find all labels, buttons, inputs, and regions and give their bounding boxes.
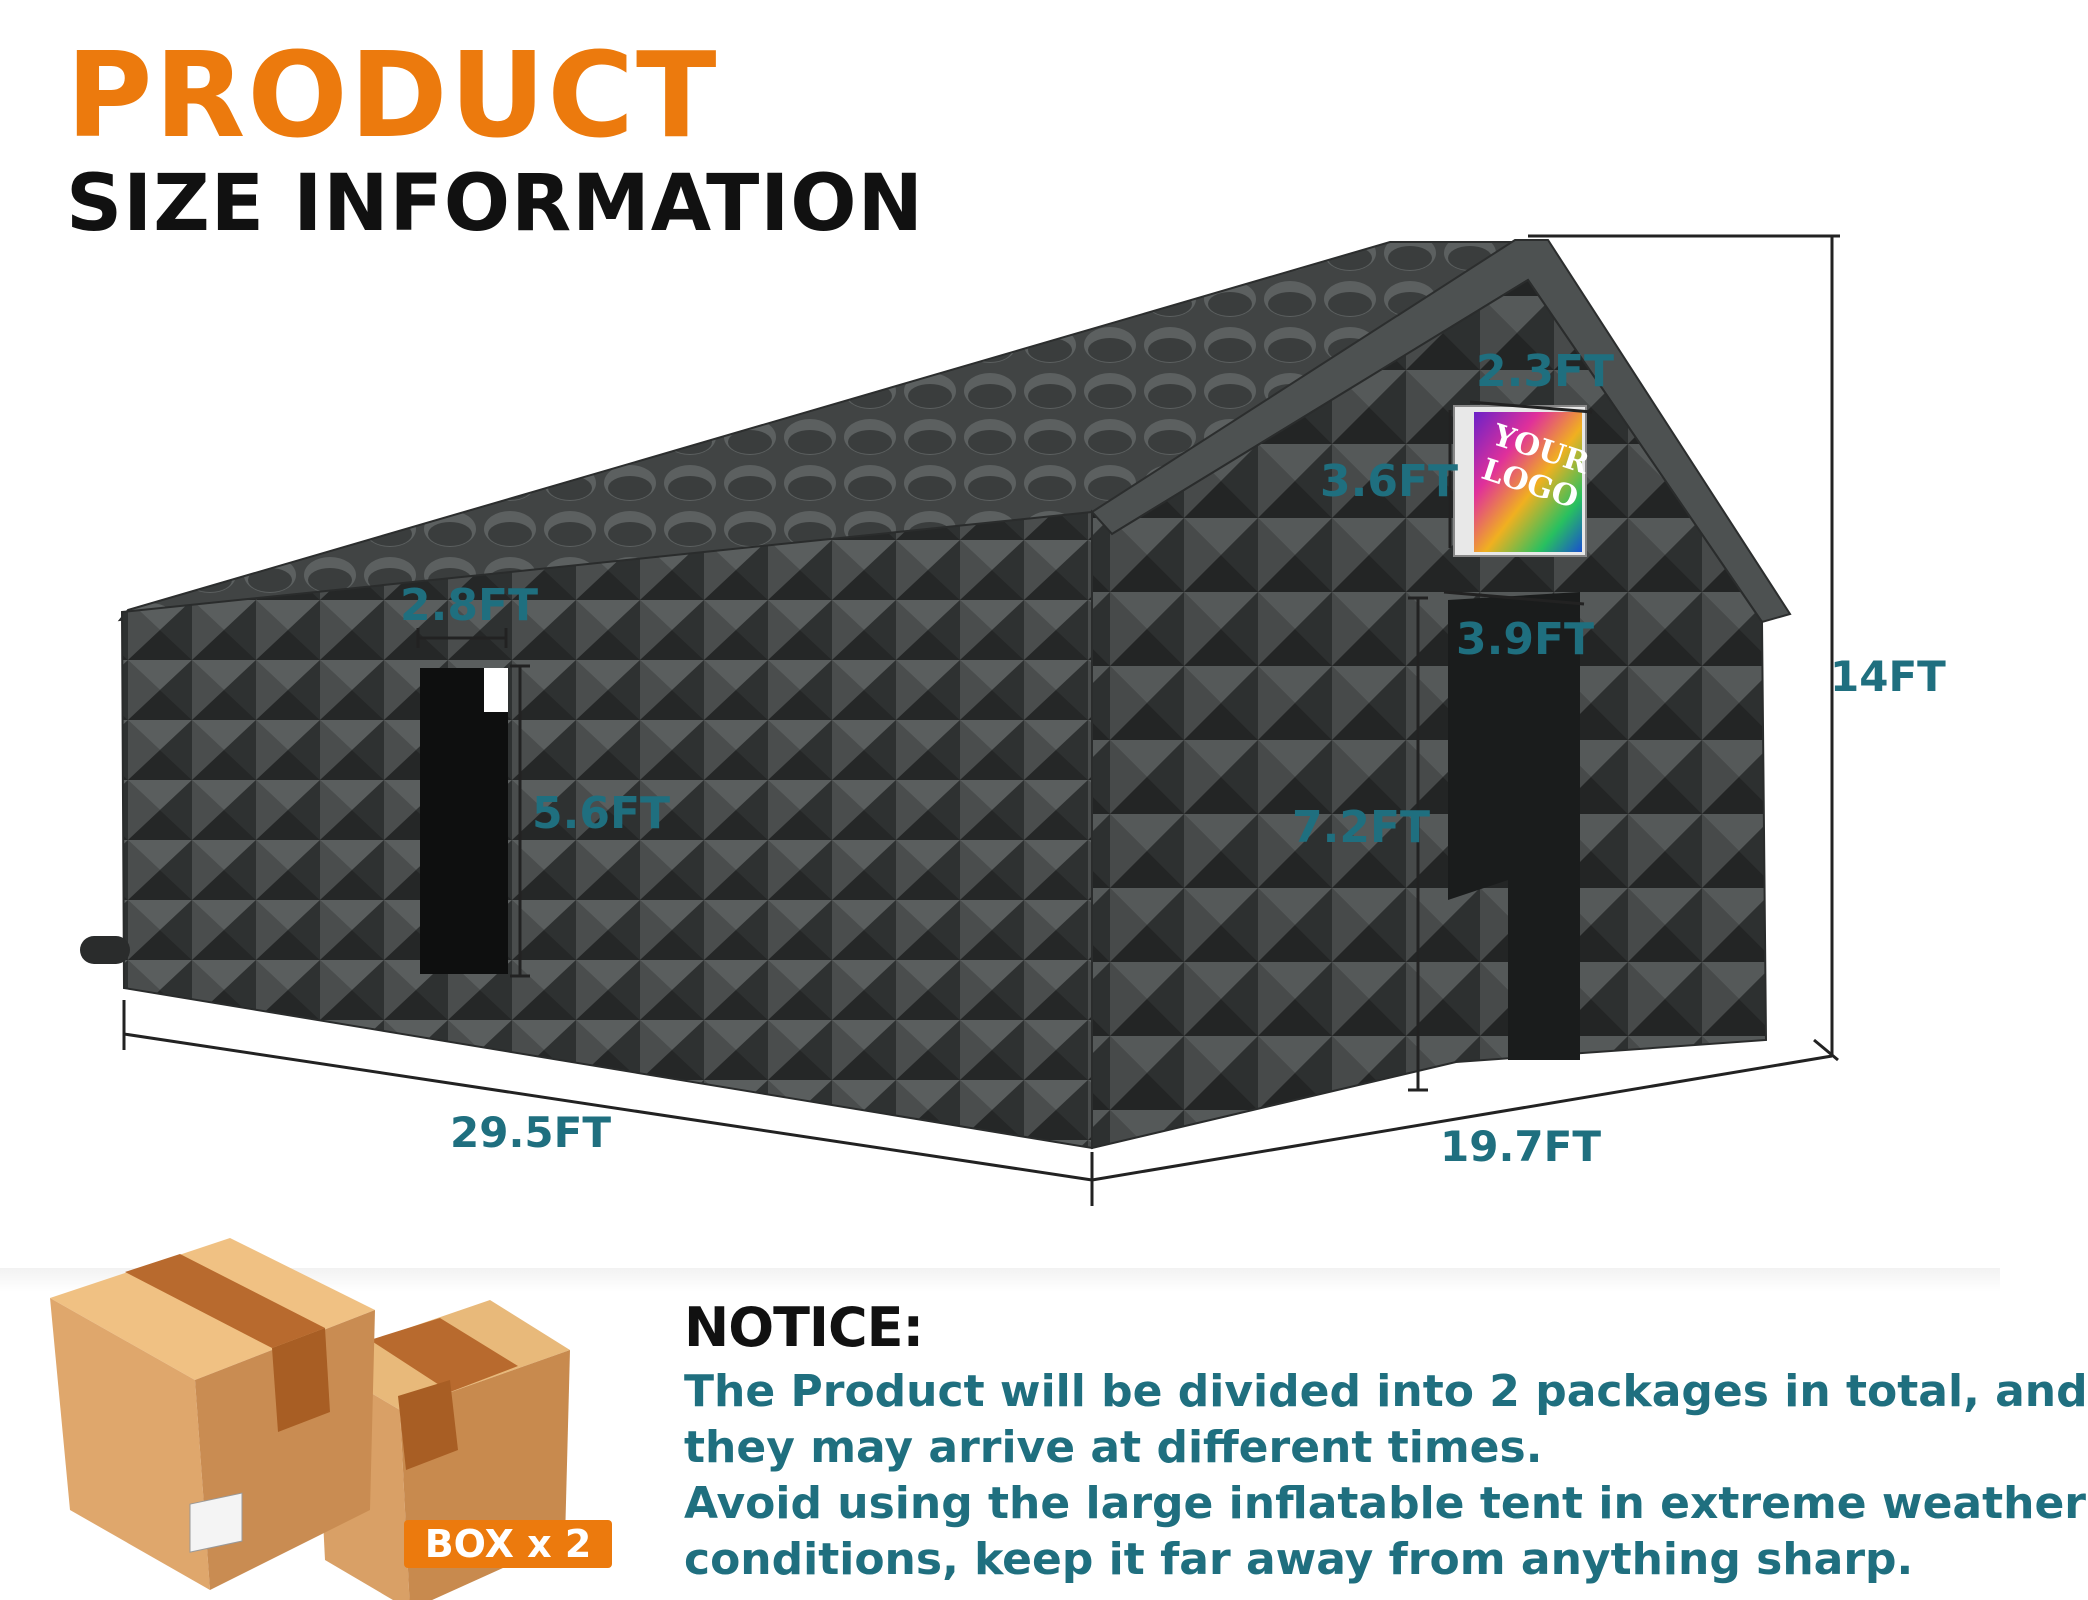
notice-title: NOTICE:	[684, 1296, 924, 1359]
notice-line: they may arrive at different times.	[684, 1422, 1543, 1473]
width-label: 19.7FT	[1440, 1122, 1601, 1171]
blower-tube	[80, 936, 130, 964]
tent-illustration	[80, 234, 1840, 1206]
front-door	[1448, 592, 1580, 1060]
door-width-line	[1443, 590, 1585, 606]
height-label: 14FT	[1830, 652, 1946, 701]
box-count-badge: BOX x 2	[404, 1520, 612, 1568]
notice-line: Avoid using the large inflatable tent in…	[684, 1478, 2087, 1529]
length-line	[123, 1032, 1093, 1182]
window-width-label: 2.8FT	[400, 580, 539, 631]
side-window	[420, 668, 508, 974]
door-width-label: 3.9FT	[1456, 614, 1595, 665]
tent-front-wall	[1091, 278, 1768, 1150]
shipping-boxes-illustration	[50, 1238, 570, 1600]
logo-height-label: 3.6FT	[1320, 456, 1459, 507]
page-subtitle: SIZE INFORMATION	[66, 159, 924, 249]
notice-text: The Product will be divided into 2 packa…	[684, 1364, 2088, 1588]
notice-line: conditions, keep it far away from anythi…	[684, 1534, 1914, 1585]
logo-sign	[1474, 412, 1582, 552]
length-label: 29.5FT	[450, 1108, 611, 1157]
window-height-label: 5.6FT	[532, 788, 671, 839]
logo-width-label: 2.3FT	[1476, 346, 1615, 397]
page-title: PRODUCT	[66, 26, 719, 164]
logo-width-line	[1469, 400, 1593, 414]
door-height-label: 7.2FT	[1292, 802, 1431, 853]
width-line	[1091, 1054, 1833, 1182]
notice-line: The Product will be divided into 2 packa…	[684, 1366, 2088, 1417]
